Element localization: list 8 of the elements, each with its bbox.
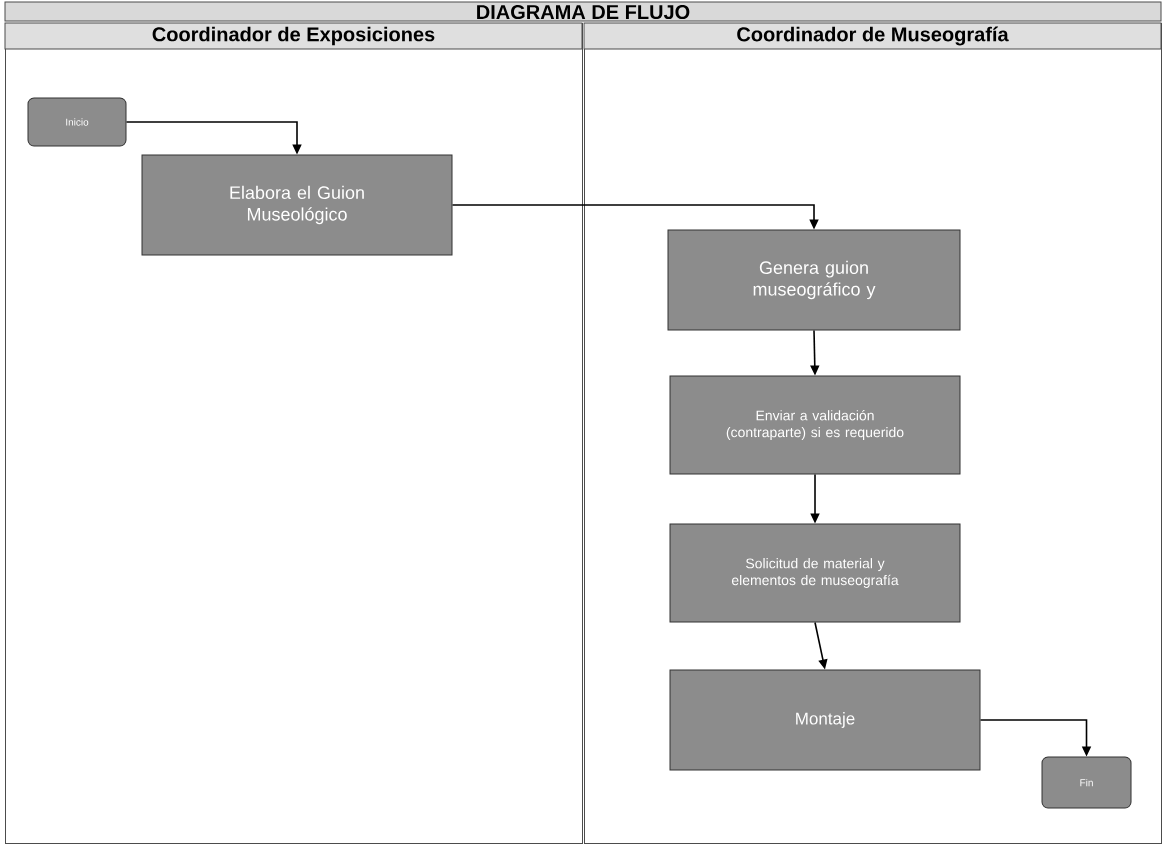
terminal-box: Fin [1041,756,1132,809]
process-box: Genera guion museográfico y [667,229,961,331]
terminal-box: Inicio [27,97,127,147]
process-box: Enviar a validación (contraparte) si es requerido [669,375,961,475]
process-box: Montaje [669,669,981,771]
title-bar: DIAGRAMA DE FLUJO [4,1,1162,22]
process-box: Elabora el Guion Museológico [141,154,453,256]
process-box: Solicitud de material y elementos de museografía [669,523,961,623]
